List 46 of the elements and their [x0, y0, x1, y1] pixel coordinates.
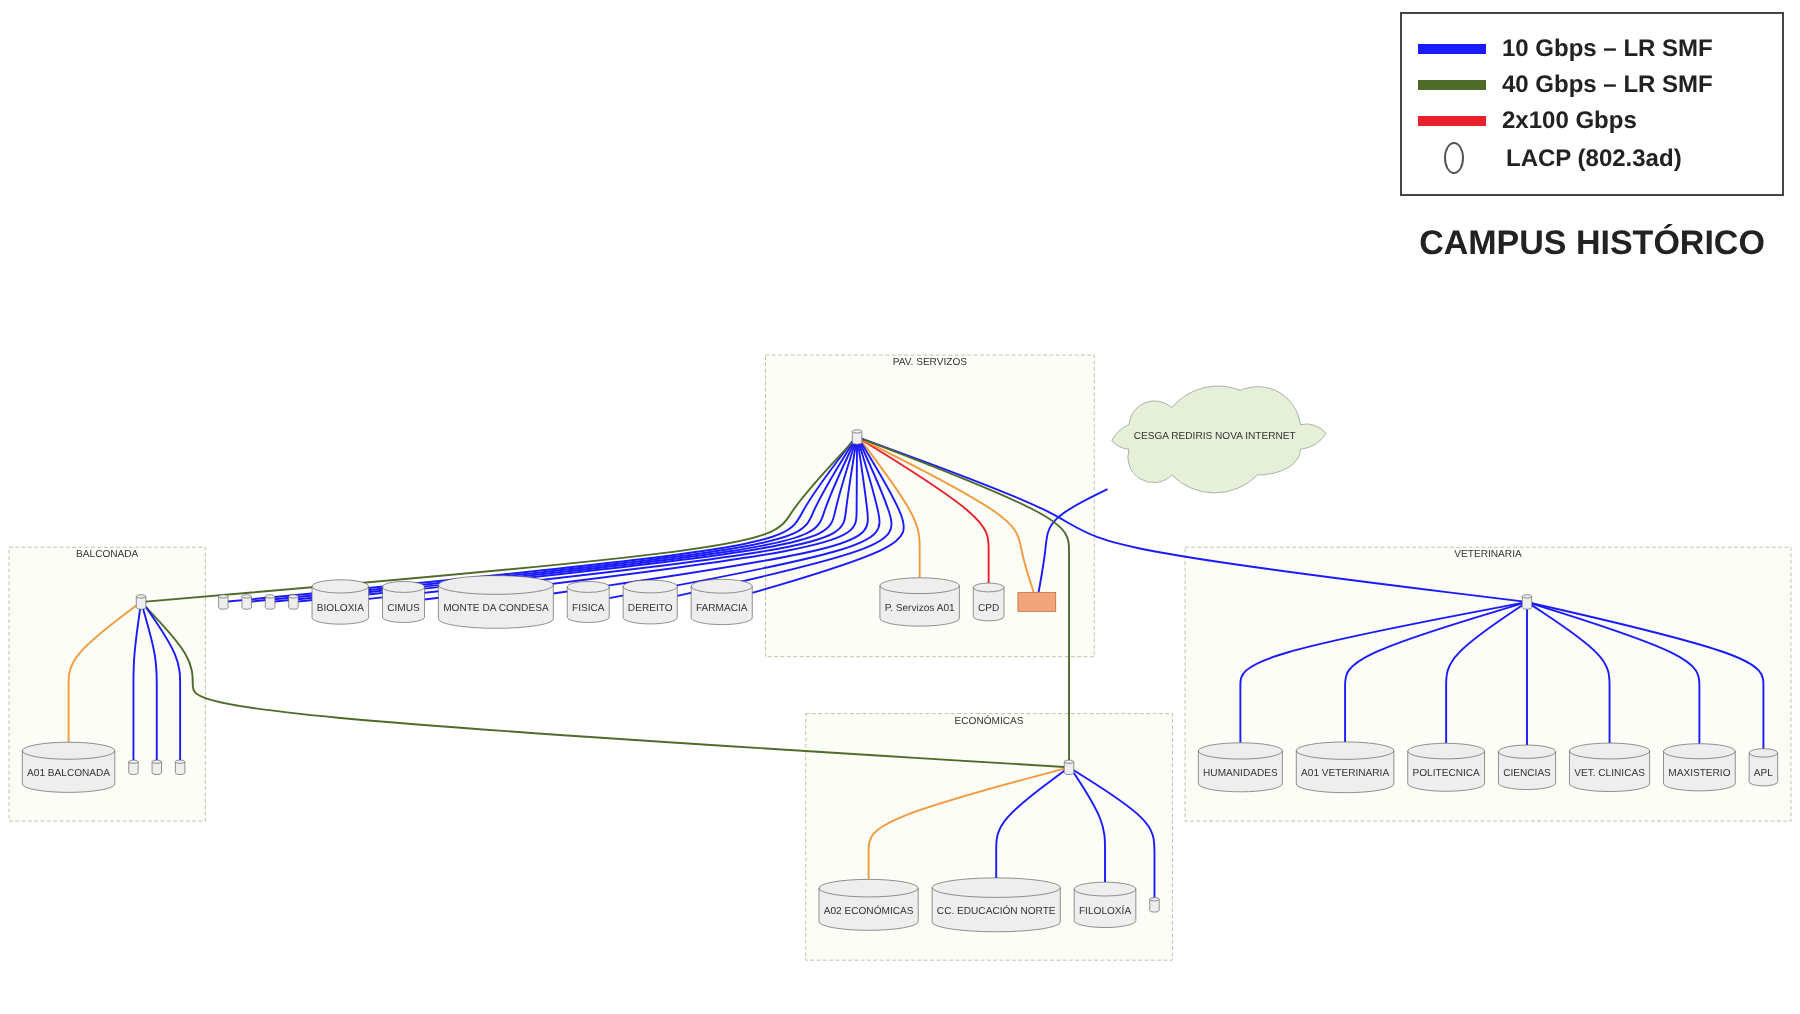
- cluster: [8, 546, 206, 821]
- node-cylinder: [1149, 896, 1160, 912]
- node-cylinder: [175, 759, 186, 775]
- connector: [1239, 601, 1524, 744]
- legend-text: 40 Gbps – LR SMF: [1502, 70, 1713, 98]
- node-cylinder: [1521, 593, 1533, 609]
- connector: [1530, 601, 1765, 750]
- connector: [860, 438, 990, 584]
- campus-label: CAMPUS HISTÓRICO: [1417, 224, 1767, 264]
- cluster: [1184, 546, 1792, 821]
- connector: [1530, 603, 1611, 744]
- cluster: [765, 354, 1095, 657]
- connector: [1072, 768, 1156, 898]
- node-cylinder: [1064, 759, 1075, 775]
- connector: [1445, 603, 1524, 744]
- connector: [1037, 487, 1109, 593]
- connector: [1072, 771, 1106, 883]
- connector: [751, 441, 905, 594]
- connector: [860, 439, 921, 579]
- connector: [144, 605, 182, 761]
- connector: [860, 437, 1524, 602]
- connector: [552, 442, 869, 594]
- connector: [132, 607, 141, 761]
- connector: [1344, 601, 1524, 743]
- connector: [867, 767, 1066, 880]
- node-cylinder: [241, 593, 252, 609]
- node-cylinder: [128, 759, 139, 775]
- connector: [860, 437, 1070, 761]
- connector: [1526, 607, 1528, 746]
- node-cylinder: [852, 428, 863, 444]
- connector: [144, 605, 1066, 768]
- connector: [67, 604, 138, 743]
- node-cylinder: [288, 593, 299, 609]
- cluster: [805, 712, 1173, 960]
- node-cylinder: [136, 593, 147, 609]
- connector: [142, 607, 158, 761]
- connector: [860, 437, 1035, 593]
- legend-text: 10 Gbps – LR SMF: [1502, 34, 1713, 62]
- legend-text: 2x100 Gbps: [1502, 106, 1637, 134]
- connector: [995, 769, 1066, 879]
- node-cylinder: [265, 593, 276, 609]
- connector: [1530, 601, 1701, 745]
- legend-text: LACP (802.3ad): [1506, 144, 1682, 172]
- node-cylinder: [218, 593, 229, 609]
- node-cylinder: [151, 759, 162, 775]
- node-box: [1017, 591, 1057, 612]
